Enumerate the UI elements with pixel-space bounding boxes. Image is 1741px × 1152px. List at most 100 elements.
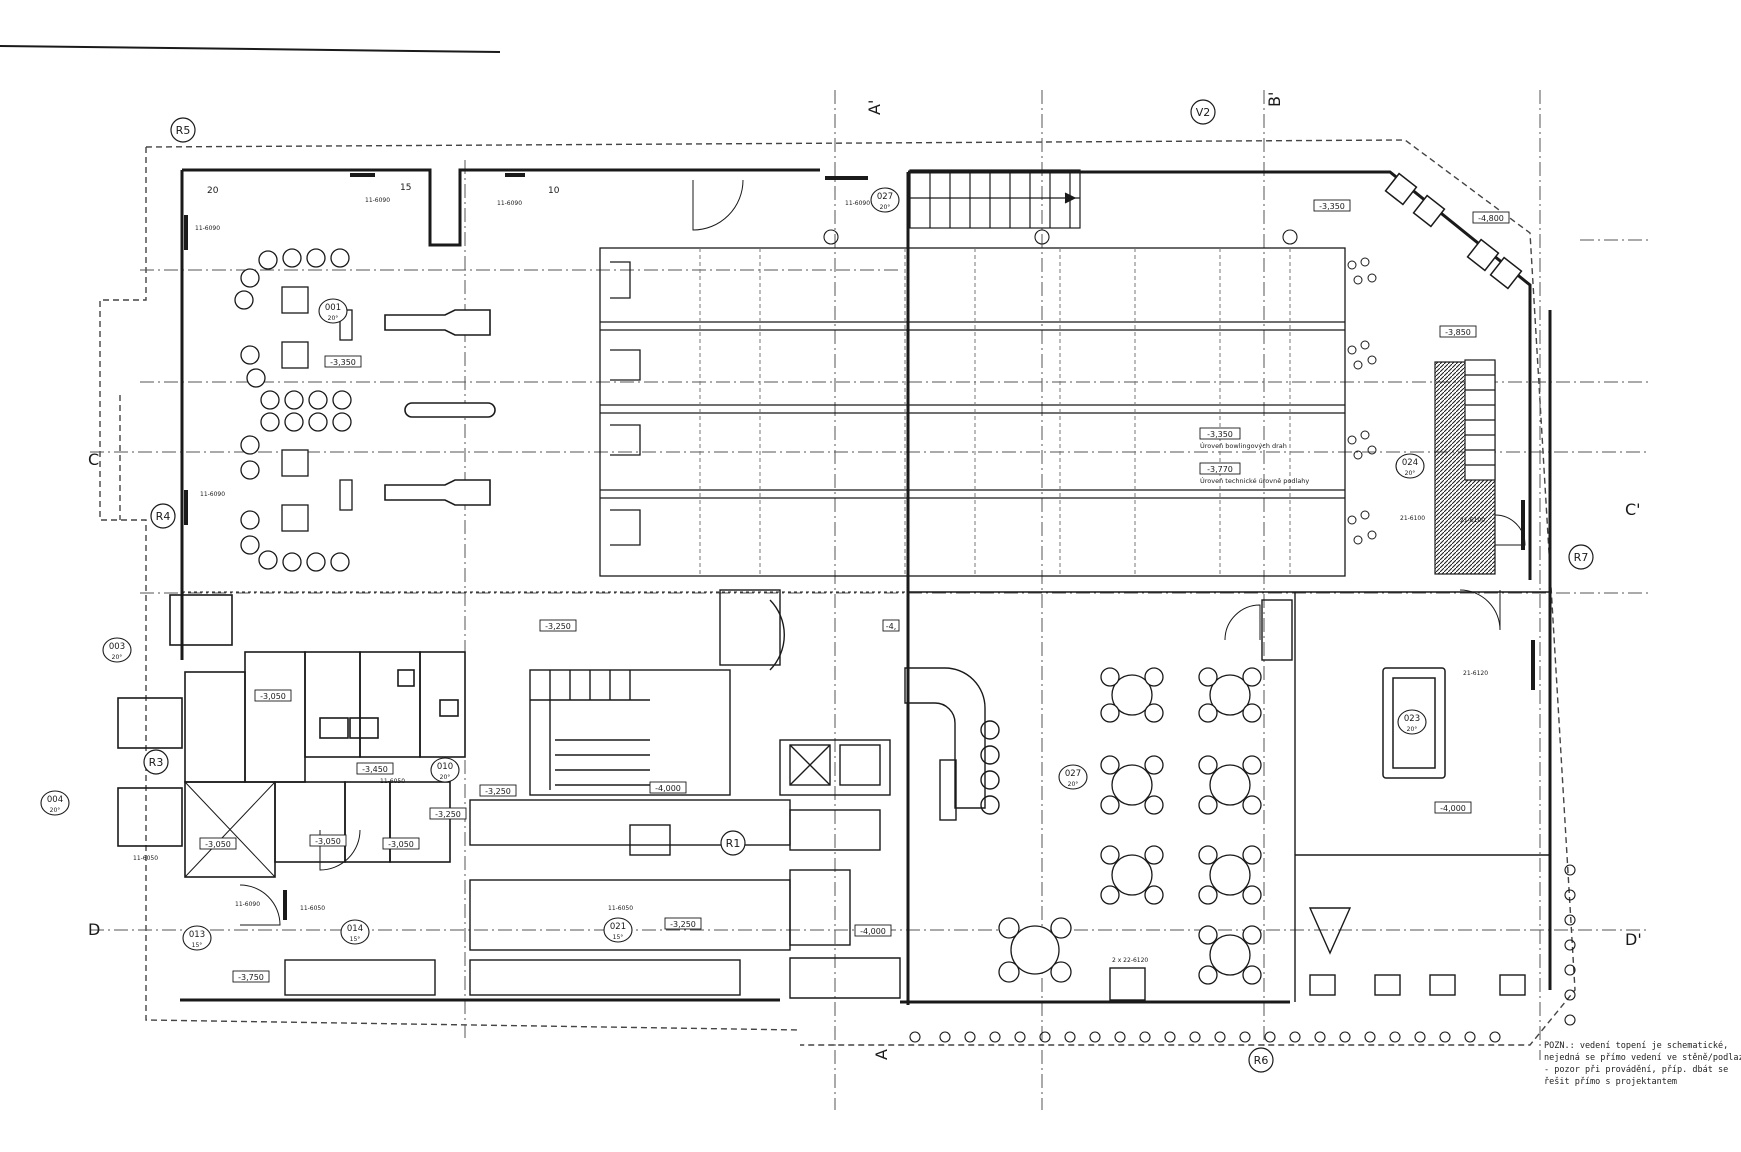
- elev-right-room: -4,000: [1440, 804, 1466, 813]
- sanitary-rooms: [117, 594, 466, 878]
- perimeter-piles: [823, 229, 1576, 1043]
- section-D-right: D': [1625, 930, 1642, 949]
- elev-top-right: -3,350: [1319, 202, 1345, 211]
- elev-kitchen: -3,250: [670, 920, 696, 929]
- elev-lane1: -3,350: [1207, 430, 1233, 439]
- axis-grid-lines: [90, 90, 1650, 1110]
- elev-corner: -4,800: [1478, 214, 1504, 223]
- ball-return-units: [384, 309, 496, 506]
- corner-skylights: [1384, 172, 1523, 290]
- heater-code: 11-6050: [380, 778, 405, 785]
- axis-markers: [143, 99, 1594, 1073]
- heater-code: 11-6090: [845, 200, 870, 207]
- axis-label-R4: R4: [156, 510, 171, 523]
- room-003-level: 20°: [112, 654, 123, 661]
- axis-label-V2: V2: [1196, 106, 1211, 119]
- heater-code: 11-6090: [365, 197, 390, 204]
- heater-code: 21-6100: [1460, 517, 1485, 524]
- central-stair-core: [529, 589, 785, 796]
- elev-stairs: -3,850: [1445, 328, 1471, 337]
- scan-edge-line: [0, 45, 501, 53]
- right-stairwell: [1434, 359, 1496, 575]
- room-003-id: 003: [109, 642, 125, 652]
- room-004-id: 004: [47, 795, 63, 805]
- pool-table: [1382, 667, 1446, 779]
- axis-label-R5: R5: [176, 124, 191, 137]
- room-001-level: 20°: [328, 315, 339, 322]
- room-021-id: 021: [610, 922, 626, 932]
- section-marks: A' A B' C C' D D': [88, 92, 1642, 1060]
- room-014-id: 014: [347, 924, 363, 934]
- section-A-top: A': [865, 100, 884, 115]
- heater-code: 11-6090: [235, 901, 260, 908]
- lane-note-1: Úroveň bowlingových drah: [1200, 441, 1287, 450]
- main-walls: [180, 168, 1552, 1005]
- room-027-entry-level: 20°: [880, 204, 891, 211]
- dim-label: 10: [548, 186, 560, 196]
- room-013-level: 15°: [192, 942, 203, 949]
- heating-note: POZN.: vedení topení je schematické, nej…: [1544, 1040, 1741, 1088]
- room-001-id: 001: [325, 303, 341, 313]
- bar-counter: [904, 667, 1000, 821]
- lane-note-2: Úroveň technické úrovně podlahy: [1200, 476, 1309, 485]
- section-B-top: B': [1265, 92, 1284, 107]
- elev-mid: -4,: [886, 622, 897, 631]
- elev-wc2: -3,050: [205, 840, 231, 849]
- dim-label: 20: [207, 186, 219, 196]
- lounge-seating: [234, 248, 353, 572]
- section-D-left: D: [88, 920, 100, 939]
- heater-code: 11-6050: [300, 905, 325, 912]
- room-004-level: 20°: [50, 807, 61, 814]
- heater-code: 2 x 22-6120: [1112, 957, 1148, 964]
- section-C-right: C': [1625, 500, 1641, 519]
- elev-bottom-left: -3,750: [238, 973, 264, 982]
- note-line: POZN.: vedení topení je schematické,: [1544, 1041, 1729, 1051]
- heater-code: 11-6050: [608, 905, 633, 912]
- room-021-level: 15°: [613, 934, 624, 941]
- elev-wc1: -3,050: [260, 692, 286, 701]
- radiators: [184, 173, 1535, 920]
- room-tags: [40, 187, 1427, 951]
- room-013-id: 013: [189, 930, 205, 940]
- elev-corr2: -3,250: [435, 810, 461, 819]
- elev-001: -3,350: [330, 358, 356, 367]
- elev-hall: -3,250: [545, 622, 571, 631]
- elev-wc4: -3,450: [362, 765, 388, 774]
- room-027-entry-id: 027: [877, 192, 893, 202]
- room-014-level: 15°: [350, 936, 361, 943]
- kitchen-area: [284, 739, 901, 999]
- door-swings: [239, 179, 1526, 926]
- elev-bottom-mid: -4,000: [860, 927, 886, 936]
- heater-code: 21-6120: [1463, 670, 1488, 677]
- elev-wc3: -3,050: [315, 837, 341, 846]
- room-027-hall-level: 20°: [1068, 781, 1079, 788]
- note-line: nejedná se přímo vedení ve stěně/podlaze: [1544, 1053, 1741, 1063]
- note-line: - pozor při provádění, příp. dbát se: [1544, 1065, 1729, 1075]
- room-024-level: 20°: [1405, 470, 1416, 477]
- outer-dashed-boundary: [99, 139, 1576, 1046]
- heater-code: 11-6090: [497, 200, 522, 207]
- axis-label-R1: R1: [726, 837, 741, 850]
- axis-label-R6: R6: [1254, 1054, 1269, 1067]
- axis-label-R7: R7: [1574, 551, 1589, 564]
- elev-wc5: -3,050: [388, 840, 414, 849]
- room-024-id: 024: [1402, 458, 1418, 468]
- heater-code: 11-6090: [200, 491, 225, 498]
- room-023-id: 023: [1404, 714, 1420, 724]
- entrance-stairs: [909, 169, 1081, 229]
- axis-label-R3: R3: [149, 756, 164, 769]
- heater-code: 11-6050: [133, 855, 158, 862]
- elev-stair2: -4,000: [655, 784, 681, 793]
- restaurant-tables: [998, 667, 1262, 985]
- room-027-hall-id: 027: [1065, 769, 1081, 779]
- room-010-level: 20°: [440, 774, 451, 781]
- heater-code: 11-6090: [195, 225, 220, 232]
- elev-lane2: -3,770: [1207, 465, 1233, 474]
- pin-deck-marks: [1347, 257, 1377, 545]
- bowling-lanes: [599, 247, 1346, 577]
- heater-code: 21-6100: [1400, 515, 1425, 522]
- room-023-level: 20°: [1407, 726, 1418, 733]
- section-C-left: C: [88, 450, 99, 469]
- right-partitions: [182, 591, 1550, 1002]
